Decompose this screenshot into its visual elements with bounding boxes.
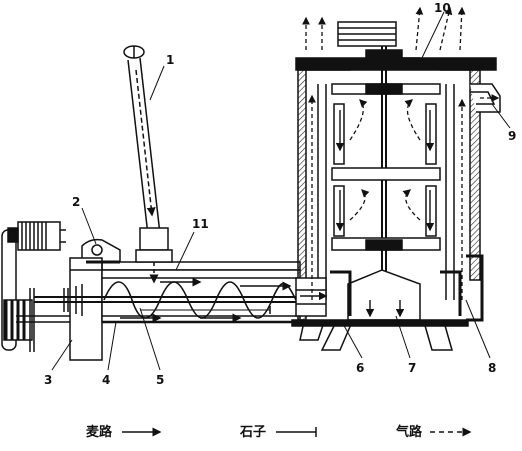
left-bearing	[63, 284, 83, 316]
callout-7: 7	[408, 361, 416, 375]
screw-conveyor	[34, 257, 301, 361]
callout-leaders	[51, 11, 511, 371]
callout-3: 3	[44, 373, 52, 387]
callout-1: 1	[166, 53, 174, 67]
grain-flow-arrows	[300, 110, 435, 318]
callout-9: 9	[508, 129, 516, 143]
callout-8: 8	[488, 361, 496, 375]
callout-5: 5	[156, 373, 164, 387]
feed-hopper	[81, 238, 121, 264]
main-cylinder	[291, 21, 501, 351]
callout-11: 11	[192, 217, 209, 231]
legend-label-stone: 石子	[239, 425, 266, 440]
legend-label-air: 气路	[396, 424, 423, 440]
air-flow-arrows	[302, 6, 500, 300]
inclined-feed-pipe	[123, 45, 173, 284]
motor	[7, 221, 66, 251]
callout-2: 2	[72, 195, 80, 209]
legend-label-grain: 麦路	[86, 424, 113, 440]
belt-drive	[1, 229, 72, 352]
legend: 麦路 石子 气路	[86, 424, 472, 440]
callout-6: 6	[356, 361, 364, 375]
callout-4: 4	[102, 373, 110, 387]
callout-10: 10	[434, 1, 451, 15]
